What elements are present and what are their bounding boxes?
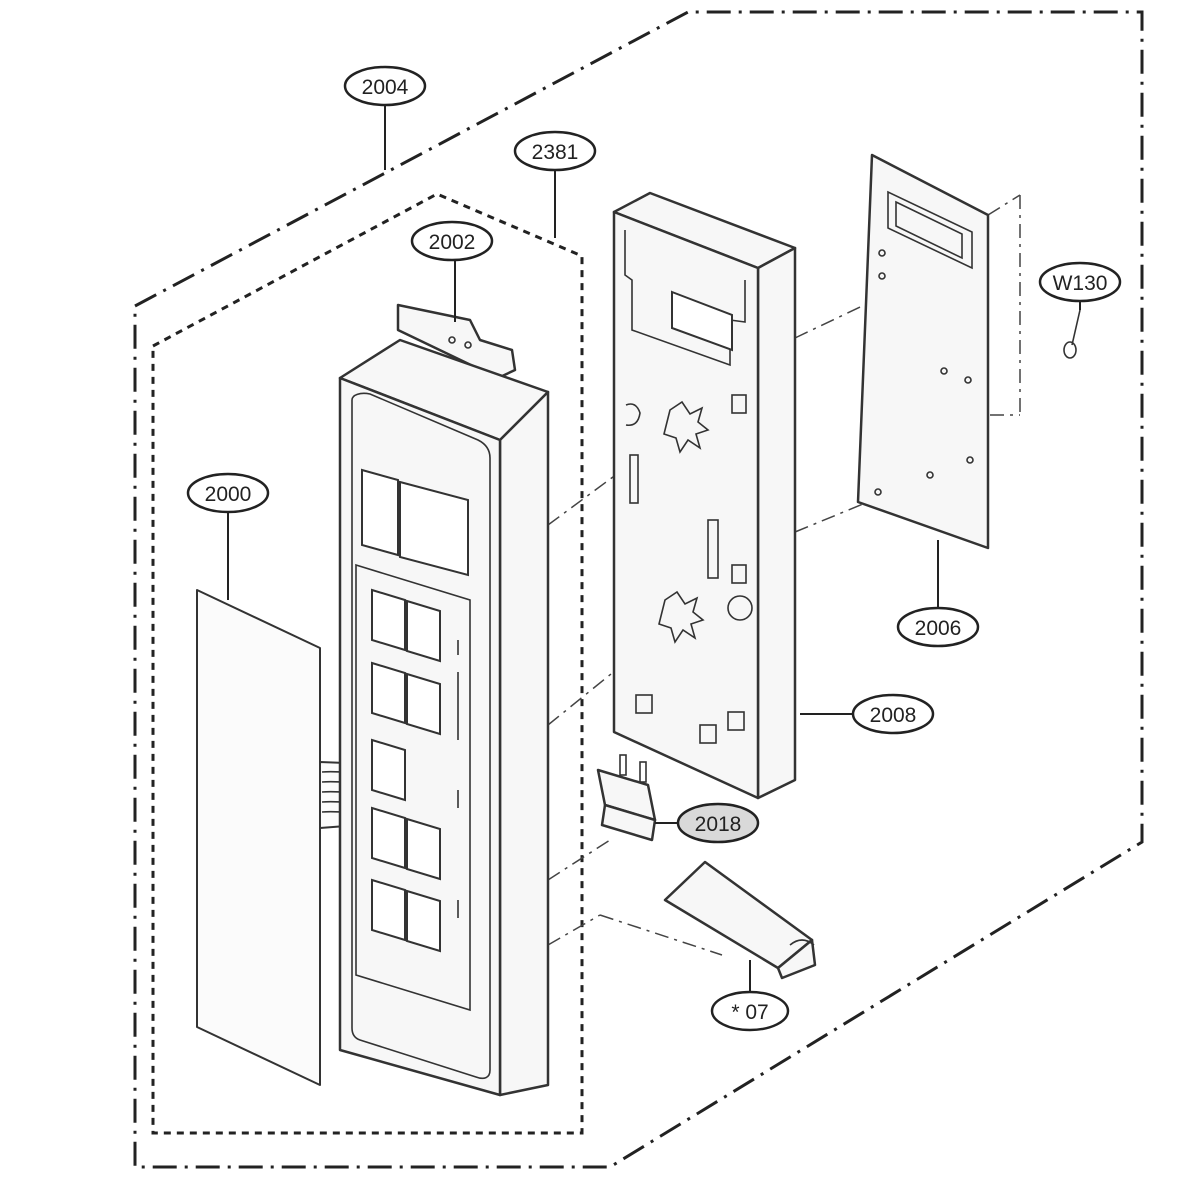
assembly-boundary-2381 <box>151 192 584 1135</box>
control-panel-housing-2002 <box>338 303 550 1097</box>
callout-2381: 2381 <box>513 130 597 172</box>
pcb-board-2006 <box>856 153 990 550</box>
bracket-07 <box>663 860 817 980</box>
callout-2004: 2004 <box>343 65 427 107</box>
rear-frame-2008 <box>612 191 797 800</box>
callout-07-label: * 07 <box>731 1001 768 1024</box>
callout-2004-label: 2004 <box>362 76 409 99</box>
callout-2002-label: 2002 <box>429 231 476 254</box>
leader-lines <box>227 105 1081 992</box>
callout-2000: 2000 <box>186 472 270 514</box>
callout-w130-label: W130 <box>1053 272 1108 295</box>
callout-2006: 2006 <box>896 606 980 648</box>
assembly-boundary-2004 <box>133 10 1144 1169</box>
callout-2000-label: 2000 <box>205 483 252 506</box>
callout-2008-label: 2008 <box>870 704 917 727</box>
callout-2381-label: 2381 <box>532 141 579 164</box>
screw-w130 <box>1063 309 1081 359</box>
callout-2018: 2018 <box>676 802 760 844</box>
callout-w130: W130 <box>1038 261 1122 303</box>
callout-2008: 2008 <box>851 693 935 735</box>
connector-clip-2018 <box>596 754 657 842</box>
callout-07: * 07 <box>710 990 790 1032</box>
keypad-buttons <box>371 588 441 953</box>
callout-2002: 2002 <box>410 220 494 262</box>
callout-2018-label: 2018 <box>695 813 742 836</box>
callout-2006-label: 2006 <box>915 617 962 640</box>
